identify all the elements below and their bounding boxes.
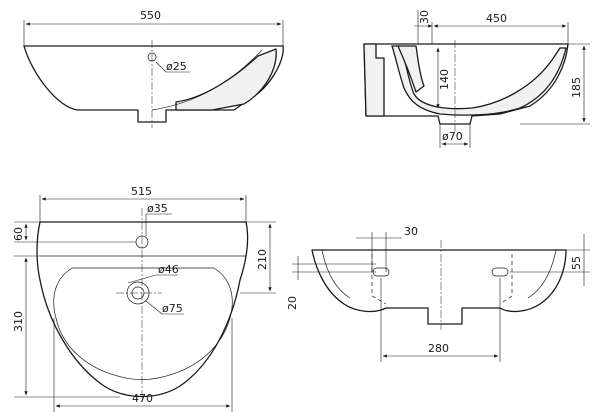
bottom-width-label: 470 <box>132 392 153 405</box>
side-offset-label: 30 <box>418 10 431 24</box>
top-view: 550 ø25 <box>23 9 284 128</box>
rear-view-hidden-bowl <box>371 254 387 305</box>
bracket-drop-label: 20 <box>286 296 299 310</box>
tap-offset-label: 60 <box>12 227 25 241</box>
side-depth-label: 450 <box>486 12 507 25</box>
bracket-offset-label: 30 <box>404 225 418 238</box>
tap-hole-label: ø35 <box>147 202 168 215</box>
side-outlet-label: ø70 <box>442 130 463 143</box>
side-height-label: 185 <box>570 77 583 98</box>
bowl-depth-label: 310 <box>12 311 25 332</box>
drain-hole-symbol <box>147 52 157 62</box>
rear-view-rim-inner <box>321 249 351 299</box>
side-view-bowl-section <box>391 45 567 116</box>
overflow-leader <box>127 274 157 284</box>
rear-view-rim-inner-right <box>527 249 557 299</box>
top-drain-leader <box>155 61 167 73</box>
bracket-distance-label: 280 <box>428 342 449 355</box>
drain-hole-label: ø75 <box>162 302 183 315</box>
plan-view-outer-rim <box>36 221 249 398</box>
side-bowl-depth-label: 140 <box>438 69 451 90</box>
rear-view-hidden-bowl-right <box>499 254 513 305</box>
rear-view-outline <box>311 249 567 325</box>
top-width-label: 550 <box>140 9 161 22</box>
side-view: 450 30 140 185 ø70 <box>363 10 590 148</box>
side-view-wall-section <box>363 43 385 117</box>
top-view-inner-line <box>151 49 263 111</box>
top-view-section <box>175 48 277 111</box>
side-view-overflow-channel <box>397 45 425 93</box>
right-bracket-slot <box>491 267 509 277</box>
plan-view: 515 ø35 60 210 ø46 ø75 310 470 <box>12 185 276 412</box>
top-drain-label: ø25 <box>166 60 187 73</box>
side-view-outline <box>363 43 569 125</box>
rear-view: 30 55 20 280 <box>286 225 590 362</box>
bracket-height-label: 55 <box>570 256 583 270</box>
drain-leader <box>145 300 163 315</box>
rim-depth-label: 210 <box>256 249 269 270</box>
plan-width-label: 515 <box>131 185 152 198</box>
overflow-hole-label: ø46 <box>158 263 179 276</box>
plan-view-bowl <box>53 267 233 380</box>
